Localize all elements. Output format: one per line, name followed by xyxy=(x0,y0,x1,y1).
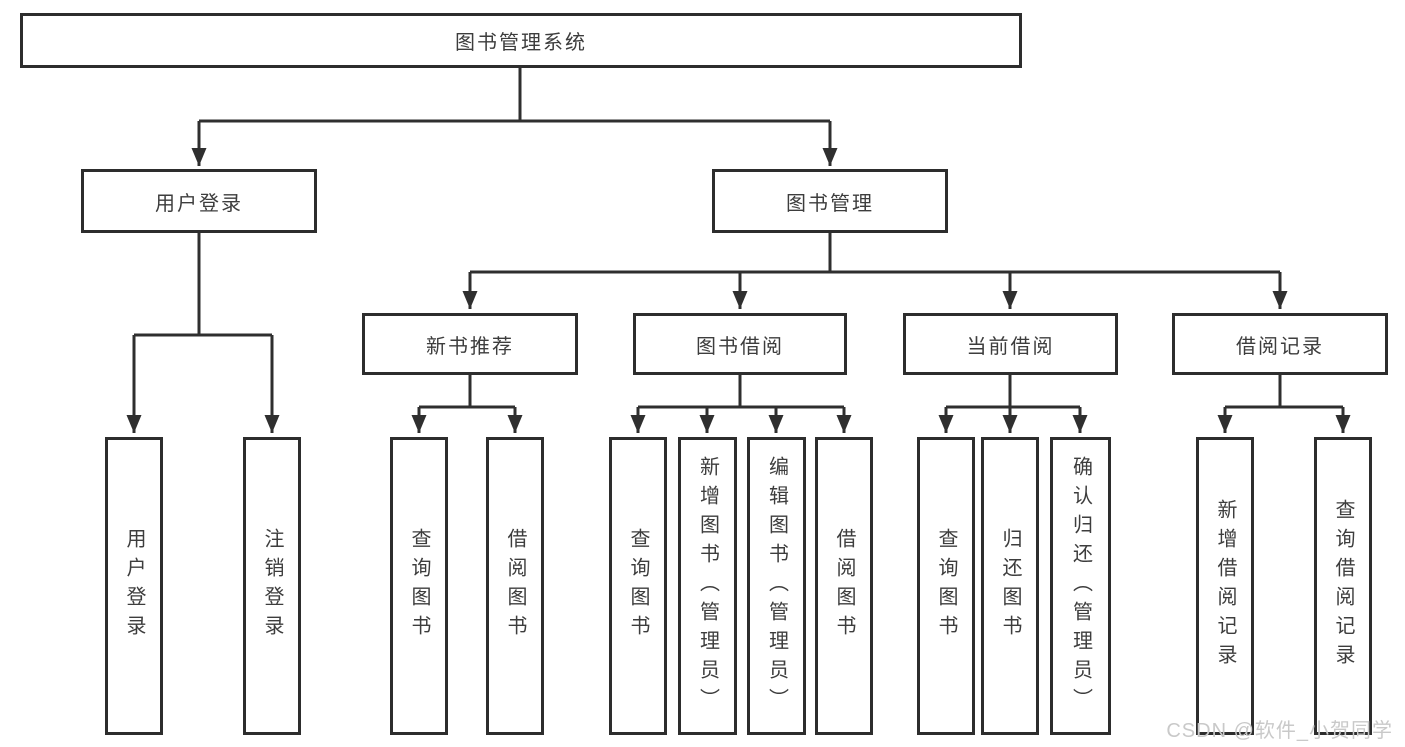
leaf-label: 借阅图书 xyxy=(833,528,855,644)
leaf-label: 确认归还（管理员） xyxy=(1069,455,1092,717)
leaf-label: 注销登录 xyxy=(261,528,283,644)
leaf-query-books-recommend: 查询图书 xyxy=(390,437,448,735)
leaf-label: 归还图书 xyxy=(999,528,1021,644)
node-user-login-branch: 用户登录 xyxy=(81,169,317,233)
node-label: 图书借阅 xyxy=(696,335,784,358)
leaf-label: 编辑图书（管理员） xyxy=(765,455,788,717)
node-book-management: 图书管理 xyxy=(712,169,948,233)
leaf-logout: 注销登录 xyxy=(243,437,301,735)
node-label: 当前借阅 xyxy=(966,335,1055,358)
node-label: 图书管理 xyxy=(786,192,874,215)
connector-root-to-level2 xyxy=(191,68,838,166)
leaf-edit-books-admin: 编辑图书（管理员） xyxy=(747,437,806,735)
leaf-borrow-books-recommend: 借阅图书 xyxy=(486,437,544,735)
connector-book-borrowing-to-leaves xyxy=(630,375,852,433)
leaf-query-books-borrowing: 查询图书 xyxy=(609,437,667,735)
node-current-borrowing: 当前借阅 xyxy=(903,313,1118,375)
leaf-label: 查询图书 xyxy=(408,528,430,644)
connector-book-management-to-level3 xyxy=(462,233,1288,309)
leaf-return-books: 归还图书 xyxy=(981,437,1039,735)
node-library-system: 图书管理系统 xyxy=(20,13,1022,68)
leaf-label: 新增借阅记录 xyxy=(1214,499,1236,673)
leaf-label: 用户登录 xyxy=(123,528,145,644)
leaf-query-borrow-record: 查询借阅记录 xyxy=(1314,437,1372,735)
leaf-add-borrow-record: 新增借阅记录 xyxy=(1196,437,1254,735)
node-new-book-recommend: 新书推荐 xyxy=(362,313,578,375)
leaf-label: 查询图书 xyxy=(627,528,649,644)
node-label: 借阅记录 xyxy=(1236,335,1324,358)
leaf-label: 查询图书 xyxy=(935,528,957,644)
leaf-query-books-current: 查询图书 xyxy=(917,437,975,735)
connector-user-login-to-leaves xyxy=(126,233,280,433)
connector-current-borrowing-to-leaves xyxy=(938,375,1088,433)
connector-new-book-recommend-to-leaves xyxy=(411,375,523,433)
leaf-user-login: 用户登录 xyxy=(105,437,163,735)
watermark: CSDN @软件_小贺同学 xyxy=(1166,720,1393,742)
leaf-borrow-books: 借阅图书 xyxy=(815,437,873,735)
node-label: 图书管理系统 xyxy=(455,32,587,54)
leaf-add-books-admin: 新增图书（管理员） xyxy=(678,437,737,735)
node-book-borrowing: 图书借阅 xyxy=(633,313,847,375)
node-label: 新书推荐 xyxy=(426,335,514,358)
connector-borrowing-records-to-leaves xyxy=(1217,375,1351,433)
leaf-label: 借阅图书 xyxy=(504,528,526,644)
node-borrowing-records: 借阅记录 xyxy=(1172,313,1388,375)
leaf-confirm-return-admin: 确认归还（管理员） xyxy=(1050,437,1111,735)
leaf-label: 新增图书（管理员） xyxy=(696,455,719,717)
node-label: 用户登录 xyxy=(155,192,243,215)
leaf-label: 查询借阅记录 xyxy=(1332,499,1354,673)
